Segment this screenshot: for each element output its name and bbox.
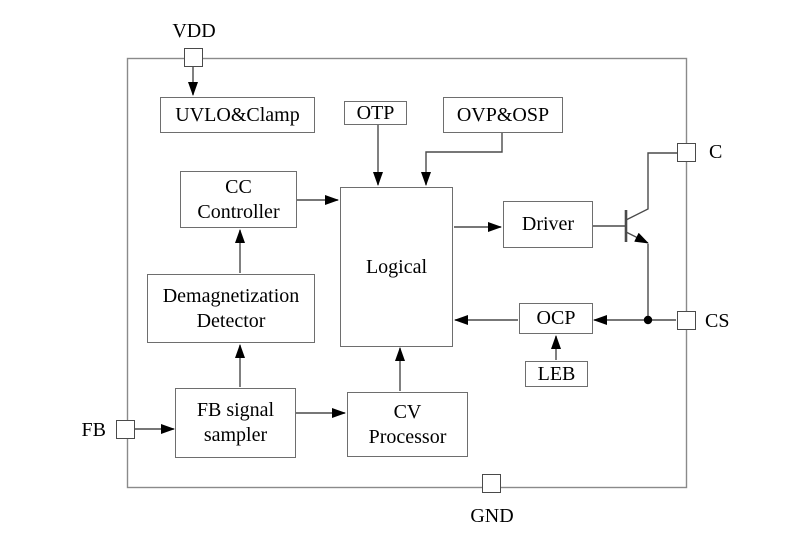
block-label: OTP [356, 101, 395, 124]
block-demagnetization-detector: Demagnetization Detector [147, 274, 315, 343]
block-label: Processor [368, 425, 447, 448]
block-otp: OTP [344, 101, 407, 125]
block-label: OVP&OSP [456, 103, 550, 126]
pin-label-vdd: VDD [172, 20, 216, 42]
block-label: LEB [537, 362, 576, 385]
pin-gnd [482, 474, 501, 493]
block-uvlo-clamp: UVLO&Clamp [160, 97, 315, 133]
block-ocp: OCP [519, 303, 593, 334]
block-leb: LEB [525, 361, 588, 387]
block-label: sampler [203, 424, 268, 446]
junction-dot [643, 315, 653, 325]
block-logical: Logical [340, 187, 453, 347]
pin-label-cs: CS [705, 310, 730, 332]
block-label: CC [225, 175, 252, 198]
block-label: Driver [521, 213, 575, 235]
block-label: Detector [196, 309, 266, 332]
block-label: Logical [365, 255, 428, 278]
block-label: FB signal [196, 399, 275, 421]
block-cv-processor: CV Processor [347, 392, 468, 457]
npn-transistor-icon [624, 152, 677, 320]
block-ovp-osp: OVP&OSP [443, 97, 563, 133]
block-label: CV [393, 400, 422, 423]
block-cc-controller: CC Controller [180, 171, 297, 228]
block-label: Controller [197, 200, 280, 223]
block-label: UVLO&Clamp [175, 103, 300, 126]
block-driver: Driver [503, 201, 593, 248]
ic-boundary [126, 57, 688, 489]
pin-vdd [184, 48, 203, 67]
pin-label-gnd: GND [470, 505, 514, 527]
pin-cs [677, 311, 696, 330]
wire-ovp-to-logical [421, 133, 503, 186]
block-label: OCP [536, 307, 576, 329]
pin-fb [116, 420, 135, 439]
pin-label-fb: FB [81, 419, 106, 441]
block-label: Demagnetization [162, 284, 300, 307]
pin-c [677, 143, 696, 162]
block-fb-signal-sampler: FB signal sampler [175, 388, 296, 458]
pin-label-c: C [709, 141, 723, 163]
